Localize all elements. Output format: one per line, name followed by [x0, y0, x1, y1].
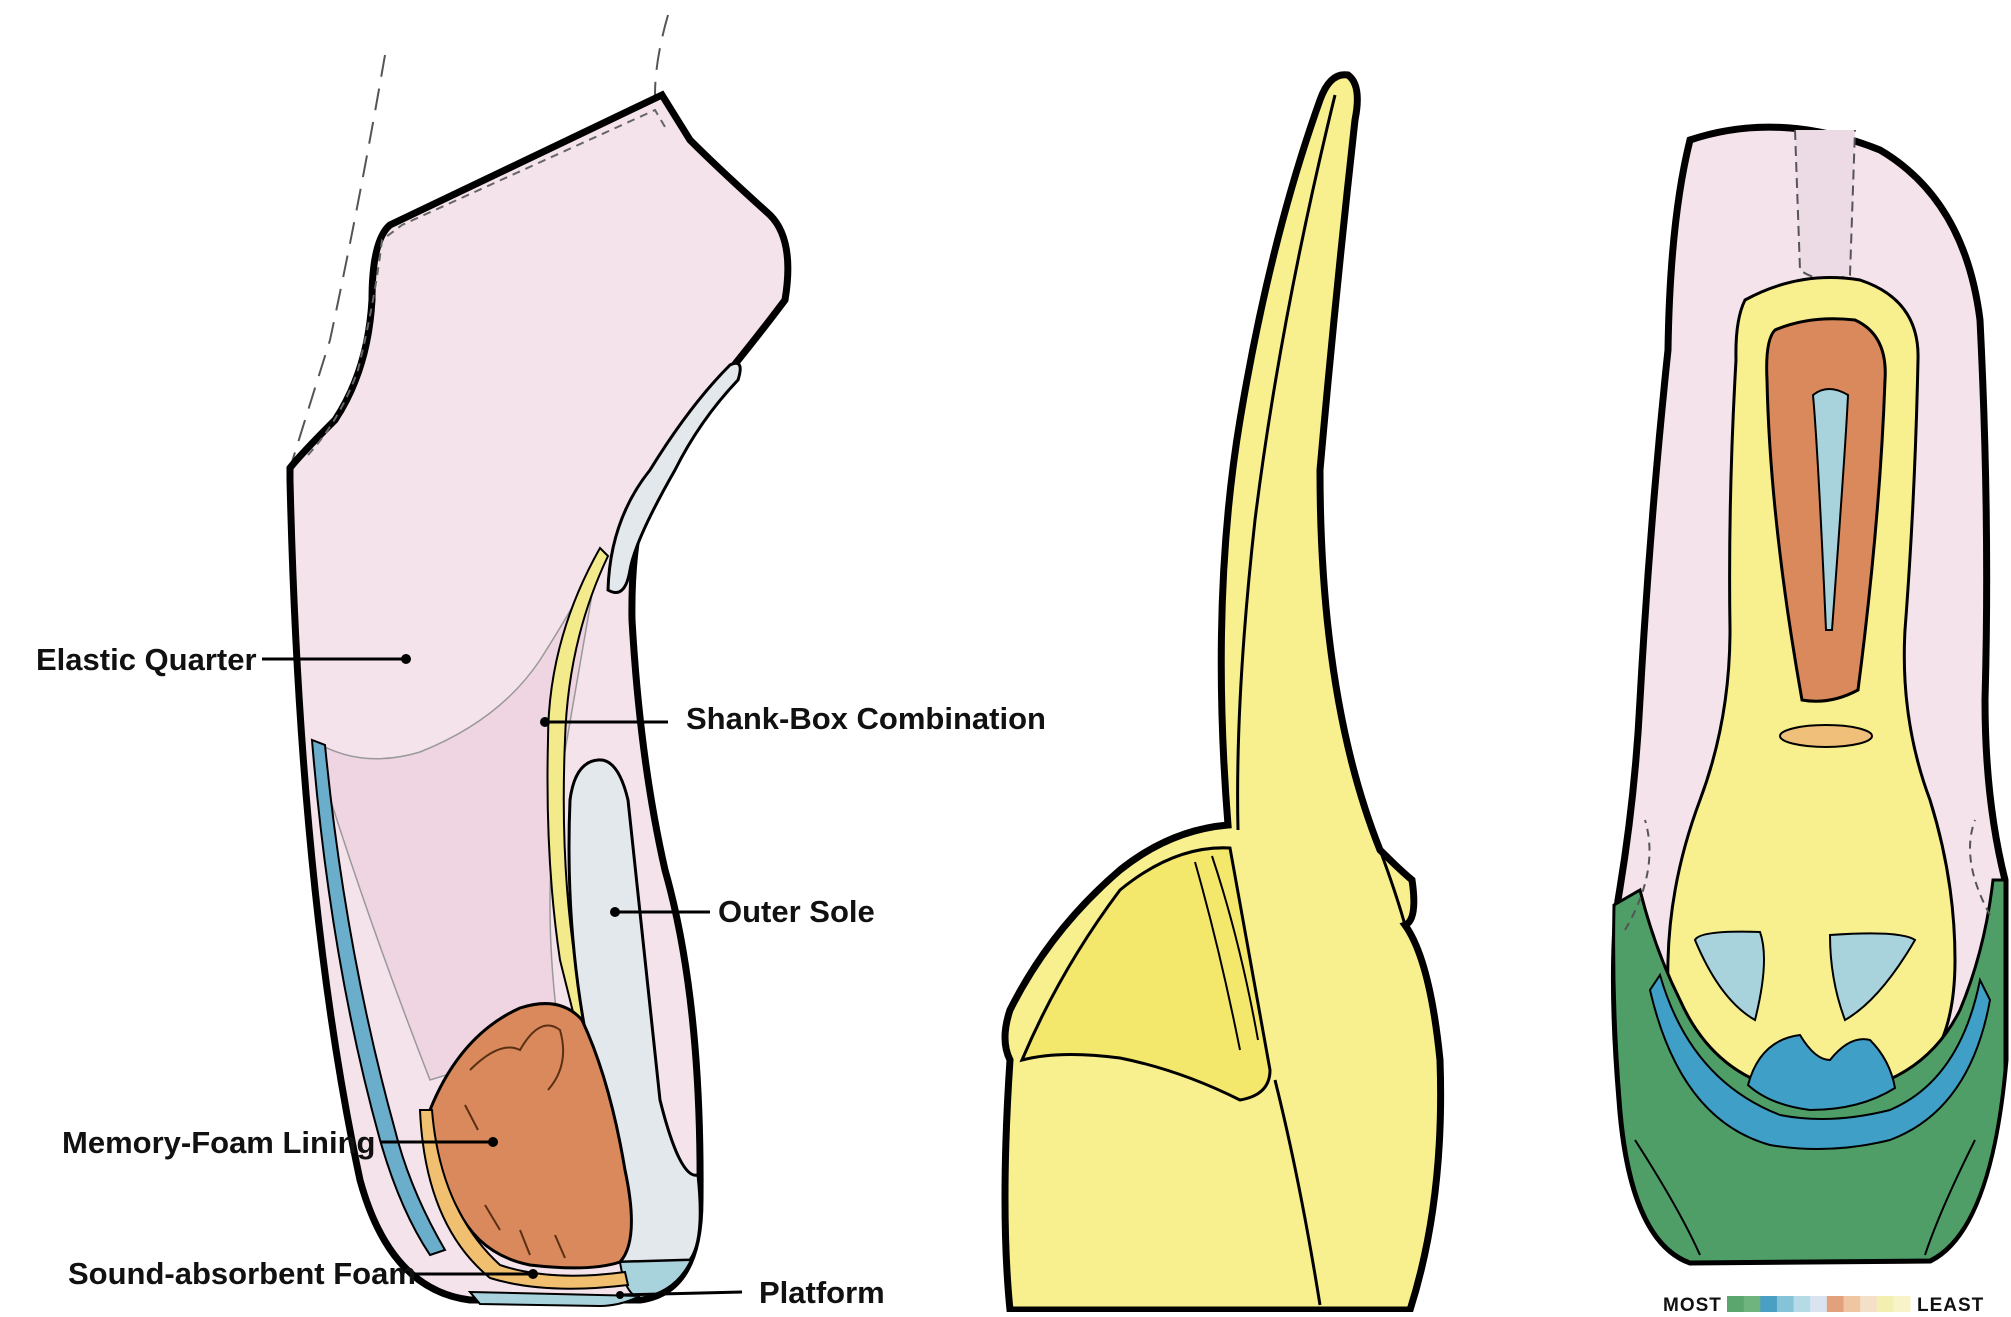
legend-swatch	[1893, 1296, 1910, 1312]
leader-dot-platform	[616, 1291, 624, 1299]
label-sound-foam: Sound-absorbent Foam	[68, 1258, 416, 1289]
legend-swatch	[1760, 1296, 1777, 1312]
sole-pressure-map	[1614, 127, 2005, 1262]
label-elastic-quarter: Elastic Quarter	[36, 644, 257, 675]
legend-swatch	[1877, 1296, 1894, 1312]
sole-seam	[1795, 130, 1855, 279]
label-shank-box: Shank-Box Combination	[686, 703, 1046, 734]
legend-swatch	[1843, 1296, 1860, 1312]
legend-swatch	[1860, 1296, 1877, 1312]
leader-dot-sound-foam	[528, 1269, 538, 1279]
legend-swatch	[1777, 1296, 1794, 1312]
legend-swatch	[1794, 1296, 1811, 1312]
leader-dot-outer-sole	[610, 907, 620, 917]
legend-swatch	[1727, 1296, 1744, 1312]
leader-dot-memory-foam	[488, 1137, 498, 1147]
leader-dot-elastic-quarter	[401, 654, 411, 664]
label-outer-sole: Outer Sole	[718, 896, 875, 927]
legend-color-bar	[1727, 1296, 1911, 1312]
shank-box-outline	[1005, 75, 1441, 1310]
zone-ellipse	[1780, 725, 1872, 747]
label-platform: Platform	[759, 1277, 885, 1308]
legend-swatch	[1827, 1296, 1844, 1312]
ribbon-dashed-right	[655, 15, 668, 95]
legend-most: MOST	[1663, 1296, 1722, 1315]
legend-swatch	[1810, 1296, 1827, 1312]
shank-box-view	[1005, 75, 1441, 1310]
legend-least: LEAST	[1917, 1296, 1984, 1315]
leader-dot-shank-box	[540, 717, 550, 727]
legend-swatch	[1744, 1296, 1761, 1312]
label-memory-foam: Memory-Foam Lining	[62, 1127, 375, 1158]
